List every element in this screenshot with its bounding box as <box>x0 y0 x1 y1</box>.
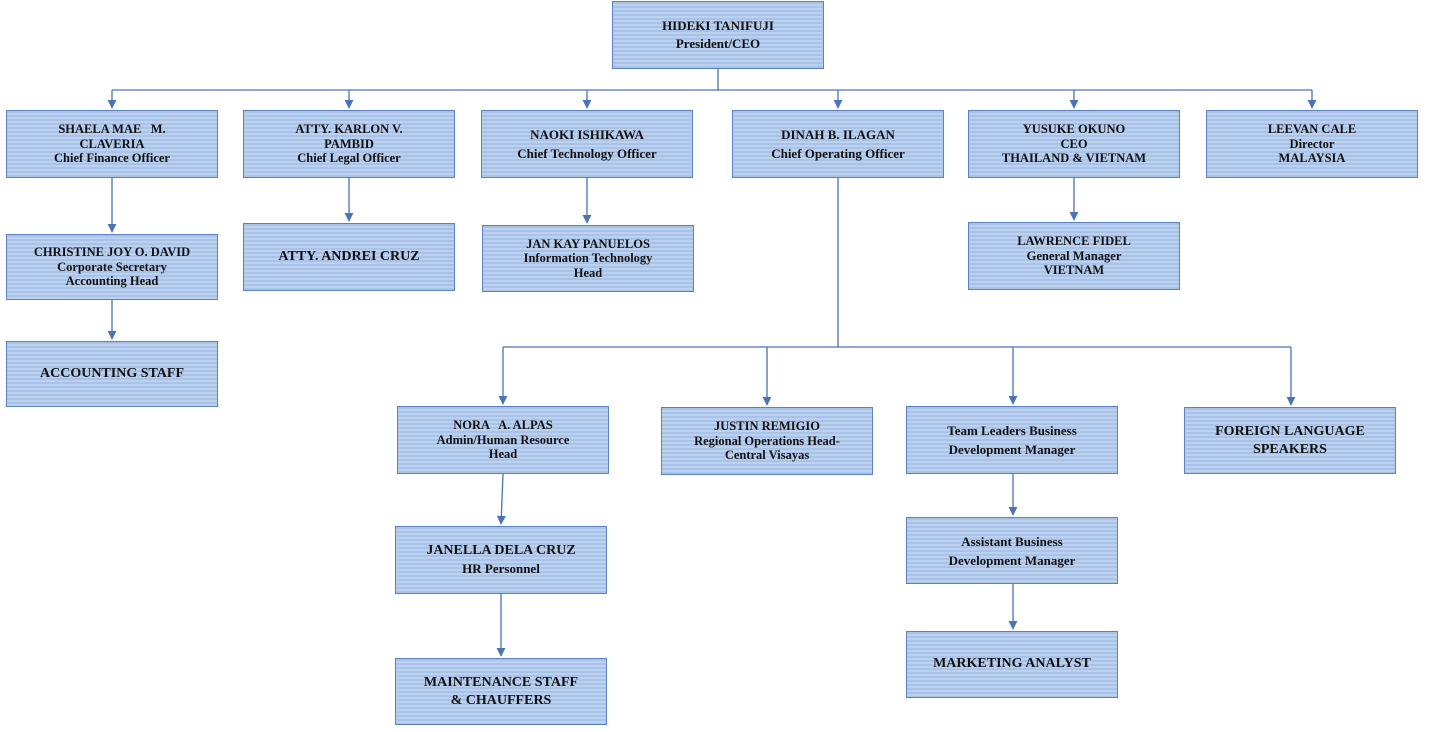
node-title: Chief Legal Officer <box>297 151 401 166</box>
node-label-line2: SPEAKERS <box>1253 441 1327 457</box>
node-region: VIETNAM <box>1043 263 1105 278</box>
node-label-line1: Team Leaders Business <box>947 423 1077 438</box>
node-it-head[interactable]: JAN KAY PANUELOS Information Technology … <box>482 225 694 292</box>
node-title: Regional Operations Head- <box>694 433 840 448</box>
node-name-line2: PAMBID <box>324 136 374 151</box>
node-title: President/CEO <box>675 36 761 51</box>
node-ceo[interactable]: HIDEKI TANIFUJI President/CEO <box>612 1 824 69</box>
node-title: Information Technology <box>523 251 653 266</box>
node-region: THAILAND & VIETNAM <box>1001 151 1147 166</box>
node-name: HIDEKI TANIFUJI <box>662 18 774 33</box>
node-label-line2: Development Manager <box>948 552 1076 568</box>
node-name: CHRISTINE JOY O. DAVID <box>33 245 191 260</box>
node-label-line2: Development Manager <box>948 442 1076 457</box>
node-foreign-language-speakers[interactable]: FOREIGN LANGUAGE SPEAKERS <box>1184 407 1396 474</box>
node-name: JANELLA DELA CRUZ <box>426 543 576 558</box>
node-label: ACCOUNTING STAFF <box>39 365 185 381</box>
node-label-line1: MAINTENANCE STAFF <box>423 674 579 690</box>
node-accounting-staff[interactable]: ACCOUNTING STAFF <box>6 341 218 407</box>
node-hr-head[interactable]: NORA A. ALPAS Admin/Human Resource Head <box>397 406 609 474</box>
node-cfo[interactable]: SHAELA MAE M. CLAVERIA Chief Finance Off… <box>6 110 218 178</box>
node-title-2: Central Visayas <box>724 448 810 463</box>
node-label-line1: Assistant Business <box>961 533 1063 549</box>
node-label-line2: & CHAUFFERS <box>450 692 552 708</box>
node-clo[interactable]: ATTY. KARLON V. PAMBID Chief Legal Offic… <box>243 110 455 178</box>
node-name: NAOKI ISHIKAWA <box>530 127 644 142</box>
node-region: MALAYSIA <box>1278 151 1346 166</box>
node-title: Chief Technology Officer <box>517 146 657 161</box>
node-name: ATTY. ANDREI CRUZ <box>278 248 420 264</box>
node-team-leaders-bdm[interactable]: Team Leaders Business Development Manage… <box>906 406 1118 474</box>
node-marketing-analyst[interactable]: MARKETING ANALYST <box>906 631 1118 698</box>
node-title: Admin/Human Resource <box>436 432 570 447</box>
node-director-malaysia[interactable]: LEEVAN CALE Director MALAYSIA <box>1206 110 1418 178</box>
node-name: LEEVAN CALE <box>1267 122 1357 137</box>
node-regional-operations[interactable]: JUSTIN REMIGIO Regional Operations Head-… <box>661 407 873 475</box>
node-title-2: Head <box>573 265 603 280</box>
node-assistant-bdm[interactable]: Assistant Business Development Manager <box>906 517 1118 584</box>
node-coo[interactable]: DINAH B. ILAGAN Chief Operating Officer <box>732 110 944 178</box>
node-title: HR Personnel <box>462 561 540 576</box>
node-title: Chief Operating Officer <box>771 146 905 161</box>
node-name: JUSTIN REMIGIO <box>714 419 820 434</box>
node-name: JAN KAY PANUELOS <box>526 236 650 251</box>
node-name: YUSUKE OKUNO <box>1022 122 1126 137</box>
node-title: General Manager <box>1026 248 1122 263</box>
node-name: LAWRENCE FIDEL <box>1017 234 1131 249</box>
node-name: NORA A. ALPAS <box>453 418 553 433</box>
node-name-line1: SHAELA MAE M. <box>58 122 166 137</box>
node-maintenance-staff[interactable]: MAINTENANCE STAFF & CHAUFFERS <box>395 658 607 725</box>
node-title: CEO <box>1060 136 1088 151</box>
node-name-line2: CLAVERIA <box>79 136 145 151</box>
node-title-2: Accounting Head <box>65 274 159 289</box>
node-title: Chief Finance Officer <box>54 151 170 166</box>
node-title-2: Head <box>488 447 518 462</box>
node-gm-vietnam[interactable]: LAWRENCE FIDEL General Manager VIETNAM <box>968 222 1180 290</box>
node-legal-staff[interactable]: ATTY. ANDREI CRUZ <box>243 223 455 291</box>
node-label-line1: FOREIGN LANGUAGE <box>1215 423 1365 439</box>
node-hr-personnel[interactable]: JANELLA DELA CRUZ HR Personnel <box>395 526 607 594</box>
node-ceo-thailand-vietnam[interactable]: YUSUKE OKUNO CEO THAILAND & VIETNAM <box>968 110 1180 178</box>
node-corporate-secretary[interactable]: CHRISTINE JOY O. DAVID Corporate Secreta… <box>6 234 218 300</box>
node-title: Director <box>1289 136 1335 151</box>
node-name-line1: ATTY. KARLON V. <box>295 122 403 137</box>
node-title: Corporate Secretary <box>57 259 167 274</box>
node-cto[interactable]: NAOKI ISHIKAWA Chief Technology Officer <box>481 110 693 178</box>
node-name: DINAH B. ILAGAN <box>781 127 895 142</box>
node-label: MARKETING ANALYST <box>933 656 1091 672</box>
